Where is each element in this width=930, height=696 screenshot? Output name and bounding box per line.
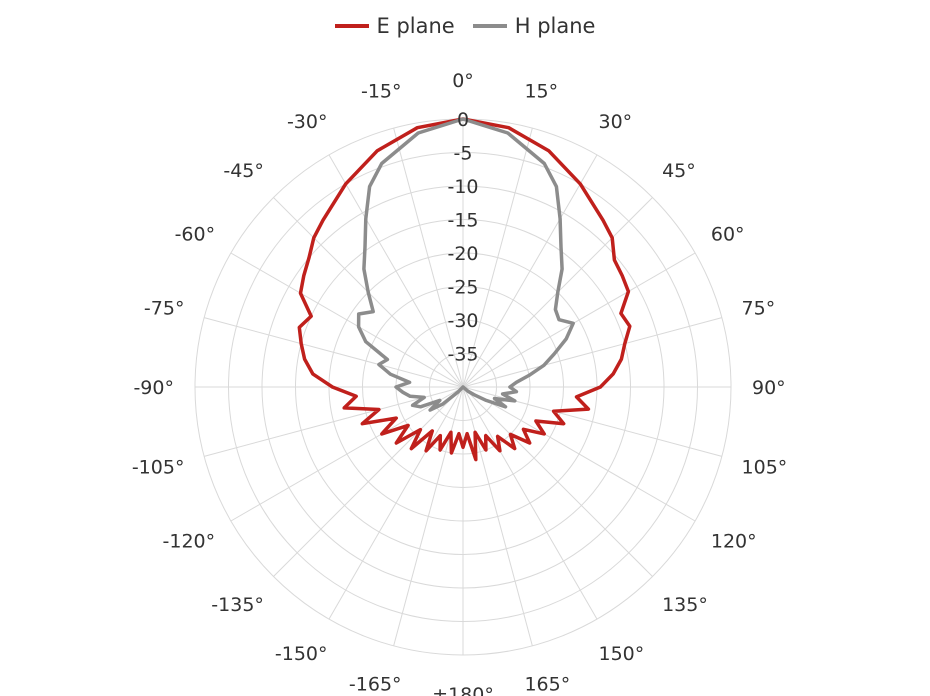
legend-item-h-plane[interactable]: H plane — [472, 14, 596, 38]
angle-tick-label: 150° — [599, 643, 645, 665]
radial-tick-label: 0 — [457, 109, 469, 131]
radial-tick-labels: 0 -5 -10 -15 -20 -25 -30 -35 — [447, 109, 478, 366]
radial-tick-label: -25 — [447, 277, 478, 299]
series-line-e-plane — [297, 117, 632, 462]
angle-tick-label: 0° — [452, 70, 474, 92]
angle-tick-label: -120° — [163, 531, 216, 553]
angle-tick-label: -165° — [349, 674, 402, 696]
angle-tick-label: -30° — [287, 111, 328, 133]
legend-label-e-plane: E plane — [376, 14, 455, 38]
radial-tick-label: -20 — [447, 243, 478, 265]
radial-tick-label: -30 — [447, 310, 478, 332]
grid-spoke — [273, 386, 464, 577]
grid-spoke — [204, 317, 464, 388]
grid-spoke — [230, 252, 464, 388]
legend-label-h-plane: H plane — [514, 14, 596, 38]
grid-spoke — [230, 386, 464, 522]
legend-item-e-plane[interactable]: E plane — [334, 14, 455, 38]
angle-tick-label: 60° — [711, 224, 745, 246]
angle-tick-label: ±180° — [432, 684, 494, 696]
grid-spoke — [462, 252, 696, 388]
angle-tick-labels: 0° 15° 30° 45° 60° 75° 90° 105° 120° 135° 150° 165°… — [132, 70, 787, 696]
grid-spoke — [393, 128, 464, 388]
series-layer — [297, 117, 632, 462]
grid-spoke — [462, 154, 598, 388]
angle-tick-label: -75° — [144, 298, 185, 320]
legend-swatch-e-plane — [334, 24, 369, 28]
angle-tick-label: 15° — [524, 80, 558, 102]
angle-tick-label: 75° — [742, 298, 776, 320]
grid-spoke — [393, 386, 464, 646]
angle-tick-label: 105° — [742, 456, 788, 478]
angle-tick-label: 120° — [711, 531, 757, 553]
angle-tick-label: -60° — [175, 224, 216, 246]
grid-spoke — [462, 386, 533, 646]
radial-tick-label: -5 — [454, 143, 473, 165]
grid-spoke — [462, 386, 722, 457]
angle-tick-label: -150° — [275, 643, 328, 665]
angle-tick-label: -90° — [133, 377, 174, 399]
angle-tick-label: -15° — [361, 80, 402, 102]
chart-legend: E plane H plane — [0, 14, 930, 38]
grid-spoke — [462, 128, 533, 388]
angle-tick-label: 135° — [662, 594, 708, 616]
angle-tick-label: 90° — [752, 377, 786, 399]
angle-tick-label: -45° — [223, 160, 264, 182]
grid-spoke — [462, 386, 696, 522]
angle-tick-label: -105° — [132, 456, 185, 478]
grid-spoke — [462, 386, 598, 620]
radial-tick-label: -15 — [447, 210, 478, 232]
series-line-h-plane — [356, 117, 575, 412]
angle-tick-label: 45° — [662, 160, 696, 182]
grid-spoke — [462, 317, 722, 388]
grid-spoke — [328, 154, 464, 388]
angle-tick-label: 165° — [524, 674, 570, 696]
angle-tick-label: 30° — [599, 111, 633, 133]
grid-spoke — [328, 386, 464, 620]
grid-spoke — [462, 386, 653, 577]
angle-tick-label: -135° — [211, 594, 264, 616]
radial-tick-label: -35 — [447, 344, 478, 366]
legend-swatch-h-plane — [472, 24, 507, 28]
radial-tick-label: -10 — [447, 176, 478, 198]
